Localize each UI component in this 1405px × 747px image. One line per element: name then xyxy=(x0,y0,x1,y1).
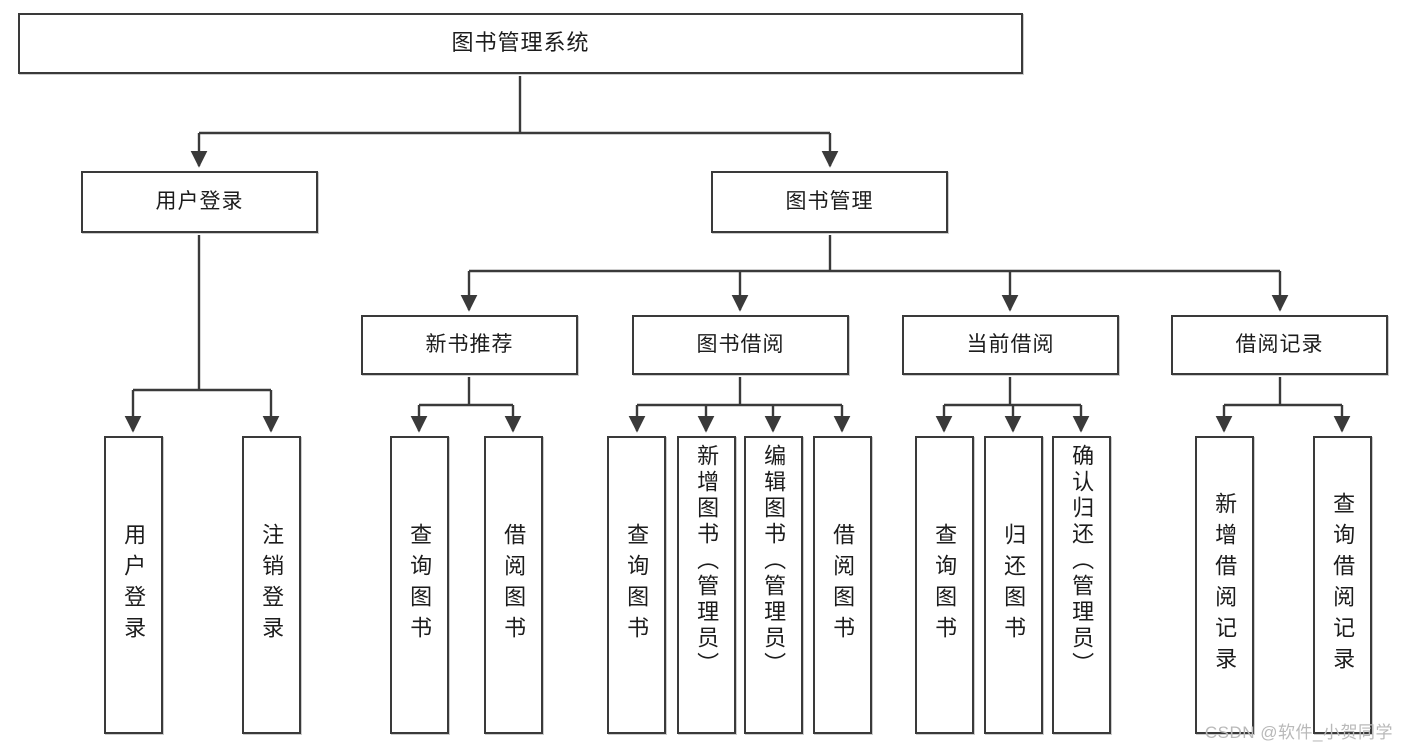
node-label: 借阅图书 xyxy=(830,523,856,647)
node-label: 新书推荐 xyxy=(425,333,514,357)
leaf-return-book[interactable]: 归还图书 xyxy=(984,436,1043,734)
leaf-query-book-borrow[interactable]: 查询图书 xyxy=(607,436,666,734)
leaf-query-book-recommend[interactable]: 查询图书 xyxy=(390,436,449,734)
node-label: 确认归还（管理员） xyxy=(1069,444,1095,678)
node-label: 查询图书 xyxy=(407,523,433,647)
node-label: 用户登录 xyxy=(121,523,147,647)
node-root-system[interactable]: 图书管理系统 xyxy=(18,13,1023,74)
node-book-management[interactable]: 图书管理 xyxy=(711,171,948,233)
leaf-confirm-return-admin[interactable]: 确认归还（管理员） xyxy=(1052,436,1111,734)
node-label: 图书借阅 xyxy=(696,333,785,357)
leaf-borrow-book-recommend[interactable]: 借阅图书 xyxy=(484,436,543,734)
node-label: 注销登录 xyxy=(259,523,285,647)
leaf-borrow-book[interactable]: 借阅图书 xyxy=(813,436,872,734)
node-book-borrow[interactable]: 图书借阅 xyxy=(632,315,849,375)
leaf-edit-book-admin[interactable]: 编辑图书（管理员） xyxy=(744,436,803,734)
node-label: 图书管理 xyxy=(785,190,874,214)
node-label: 新增图书（管理员） xyxy=(694,444,720,678)
leaf-query-book-current[interactable]: 查询图书 xyxy=(915,436,974,734)
leaf-user-login[interactable]: 用户登录 xyxy=(104,436,163,734)
node-current-borrow[interactable]: 当前借阅 xyxy=(902,315,1119,375)
node-label: 当前借阅 xyxy=(966,333,1055,357)
node-label: 编辑图书（管理员） xyxy=(761,444,787,678)
node-borrow-records[interactable]: 借阅记录 xyxy=(1171,315,1388,375)
node-label: 归还图书 xyxy=(1001,523,1027,647)
leaf-add-book-admin[interactable]: 新增图书（管理员） xyxy=(677,436,736,734)
node-label: 查询图书 xyxy=(624,523,650,647)
node-new-book-recommend[interactable]: 新书推荐 xyxy=(361,315,578,375)
node-label: 查询图书 xyxy=(932,523,958,647)
node-label: 新增借阅记录 xyxy=(1212,492,1238,678)
node-label: 用户登录 xyxy=(155,190,244,214)
watermark: CSDN @软件_小贺同学 xyxy=(1204,723,1393,742)
node-label: 借阅记录 xyxy=(1235,333,1324,357)
node-user-login[interactable]: 用户登录 xyxy=(81,171,318,233)
node-label: 查询借阅记录 xyxy=(1330,492,1356,678)
leaf-add-borrow-record[interactable]: 新增借阅记录 xyxy=(1195,436,1254,734)
node-label: 图书管理系统 xyxy=(451,30,590,56)
node-label: 借阅图书 xyxy=(501,523,527,647)
leaf-user-logout[interactable]: 注销登录 xyxy=(242,436,301,734)
leaf-query-borrow-record[interactable]: 查询借阅记录 xyxy=(1313,436,1372,734)
